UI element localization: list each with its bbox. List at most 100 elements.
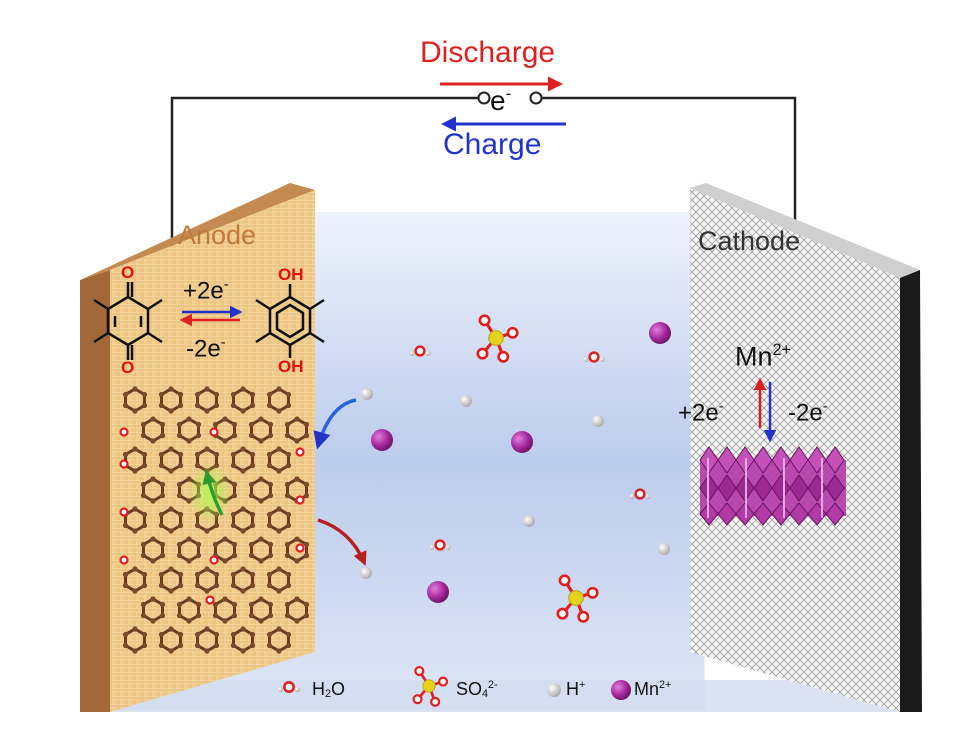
framework-atom <box>204 566 210 572</box>
framework-atom <box>122 402 129 409</box>
proton <box>658 543 670 555</box>
framework-atom <box>150 596 156 602</box>
cathode-side-face <box>900 270 922 712</box>
framework-atom <box>249 451 256 458</box>
framework-atom <box>231 601 238 608</box>
framework-atom <box>159 432 166 439</box>
framework-atom <box>177 451 184 458</box>
framework-atom <box>212 421 219 428</box>
framework-atom <box>231 432 238 439</box>
framework-atom <box>248 432 255 439</box>
framework-atom <box>122 522 129 529</box>
framework-atom <box>176 432 183 439</box>
framework-atom <box>231 492 238 499</box>
framework-atom <box>122 582 129 589</box>
framework-atom <box>230 462 237 469</box>
framework-atom <box>249 631 256 638</box>
framework-atom <box>240 648 246 654</box>
framework-atom <box>285 522 292 529</box>
framework-atom <box>168 506 174 512</box>
framework-atom <box>141 391 148 398</box>
framework-atom <box>194 522 201 529</box>
external-circuit-wire-right <box>542 96 797 238</box>
framework-atom <box>168 528 174 534</box>
framework-atom <box>213 522 220 529</box>
framework-atom <box>276 386 282 392</box>
framework-atom <box>267 601 274 608</box>
framework-atom <box>204 528 210 534</box>
framework-atom <box>195 612 202 619</box>
framework-atom <box>168 408 174 414</box>
framework-atom <box>140 481 147 488</box>
framework-atom <box>267 492 274 499</box>
framework-atom <box>204 626 210 632</box>
framework-atom <box>158 462 165 469</box>
framework-atom <box>140 492 147 499</box>
framework-atom <box>141 571 148 578</box>
framework-atom <box>158 631 165 638</box>
cathode-top-edge <box>690 183 920 278</box>
framework-atom <box>150 416 156 422</box>
framework-atom <box>303 601 310 608</box>
framework-atom <box>186 558 192 564</box>
framework-atom <box>284 492 291 499</box>
manganese-ion <box>371 429 393 451</box>
framework-atom <box>204 588 210 594</box>
framework-atom <box>230 571 237 578</box>
framework-atom <box>140 552 147 559</box>
framework-atom <box>177 402 184 409</box>
framework-atom <box>258 618 264 624</box>
framework-atom <box>266 391 273 398</box>
crystal-octahedron <box>825 474 845 502</box>
crystal-octahedron <box>825 446 845 474</box>
framework-atom <box>158 522 165 529</box>
proton <box>460 395 472 407</box>
framework-atom <box>195 541 202 548</box>
framework-atom <box>212 612 219 619</box>
legend-manganese-icon <box>611 680 631 700</box>
framework-atom <box>303 552 310 559</box>
framework-atom <box>176 541 183 548</box>
framework-atom <box>267 432 274 439</box>
proton <box>523 515 535 527</box>
framework-atom <box>276 506 282 512</box>
discharge-label: Discharge <box>420 36 556 69</box>
framework-atom <box>158 582 165 589</box>
framework-atom <box>240 408 246 414</box>
framework-atom <box>158 511 165 518</box>
framework-atom <box>258 416 264 422</box>
framework-atom <box>266 522 273 529</box>
framework-atom <box>186 596 192 602</box>
framework-atom <box>141 511 148 518</box>
framework-atom <box>267 552 274 559</box>
framework-atom <box>258 498 264 504</box>
framework-atom <box>231 552 238 559</box>
framework-atom <box>294 558 300 564</box>
framework-atom <box>230 511 237 518</box>
framework-atom <box>249 511 256 518</box>
legend-proton-icon <box>547 683 561 697</box>
framework-atom <box>140 612 147 619</box>
framework-atom <box>222 618 228 624</box>
framework-atom <box>249 462 256 469</box>
framework-atom <box>230 631 237 638</box>
framework-atom <box>284 432 291 439</box>
framework-atom <box>194 462 201 469</box>
framework-atom <box>140 541 147 548</box>
framework-atom <box>276 588 282 594</box>
framework-atom <box>303 612 310 619</box>
framework-atom <box>186 536 192 542</box>
framework-atom <box>285 631 292 638</box>
framework-atom <box>194 451 201 458</box>
framework-atom <box>212 541 219 548</box>
proton <box>592 415 604 427</box>
crystal-octahedron <box>825 502 845 526</box>
framework-atom <box>194 582 201 589</box>
framework-atom <box>213 642 220 649</box>
framework-atom <box>158 642 165 649</box>
framework-atom <box>222 596 228 602</box>
framework-atom <box>284 552 291 559</box>
framework-atom <box>222 438 228 444</box>
framework-atom <box>195 432 202 439</box>
anode-side-face <box>80 270 110 712</box>
